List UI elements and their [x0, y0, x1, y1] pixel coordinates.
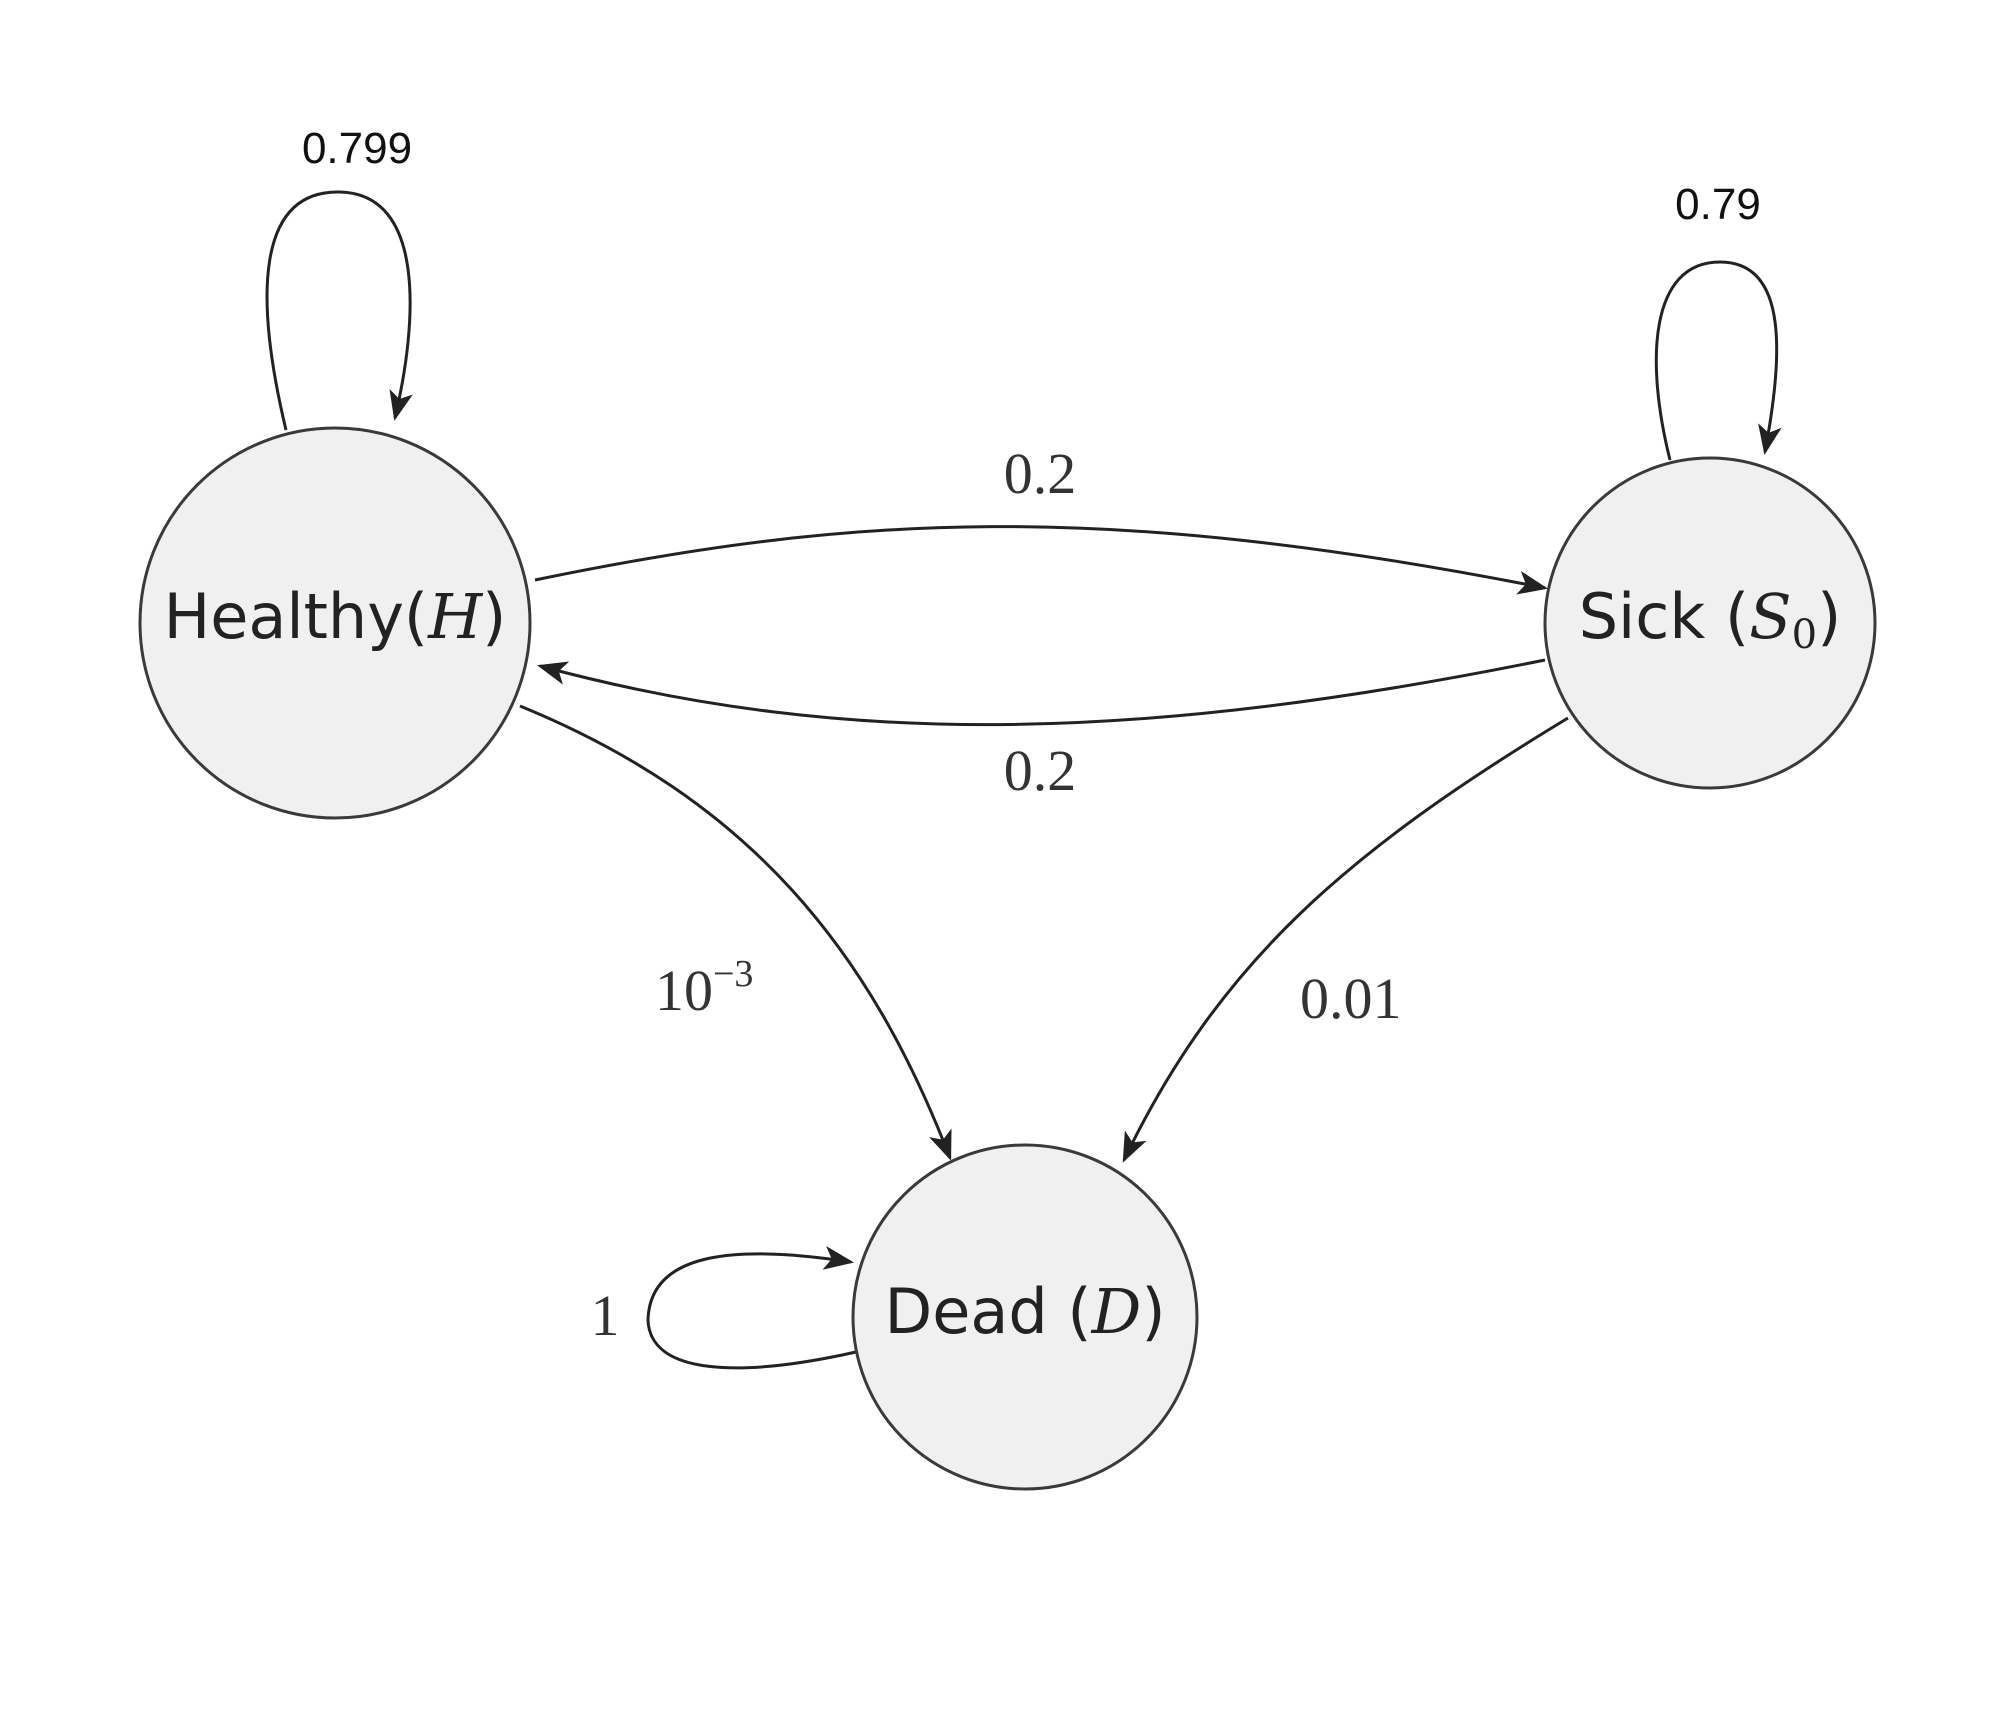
node-healthy-circle — [138, 426, 532, 820]
edge-dead-self-loop — [646, 1246, 857, 1370]
edge-sick-self-loop — [1654, 260, 1782, 461]
node-sick: Sick (S0) — [1543, 456, 1877, 790]
edge-healthy-to-sick — [534, 525, 1548, 595]
label-healthy-self: 0.799 — [302, 124, 412, 173]
edge-healthy-to-dead — [519, 704, 952, 1161]
label-sick-self: 0.79 — [1675, 180, 1761, 229]
edge-sick-to-dead — [1122, 716, 1569, 1163]
node-healthy: Healthy(H) — [138, 426, 532, 820]
node-sick-circle — [1543, 456, 1877, 790]
node-dead: Dead (D) — [851, 1143, 1199, 1491]
label-dead-self: 1 — [591, 1283, 620, 1348]
node-healthy-label: Healthy(H) — [164, 580, 507, 653]
edge-healthy-self-loop — [265, 190, 413, 431]
label-healthy-to-dead: 10−3 — [655, 953, 753, 1023]
edge-sick-to-healthy — [537, 658, 1546, 727]
node-sick-label: Sick (S0) — [1579, 580, 1842, 658]
node-dead-label: Dead (D) — [884, 1275, 1165, 1348]
label-sick-to-healthy: 0.2 — [1004, 738, 1077, 803]
label-sick-to-dead: 0.01 — [1300, 966, 1402, 1031]
node-dead-circle — [851, 1143, 1199, 1491]
label-healthy-to-sick: 0.2 — [1004, 441, 1077, 506]
